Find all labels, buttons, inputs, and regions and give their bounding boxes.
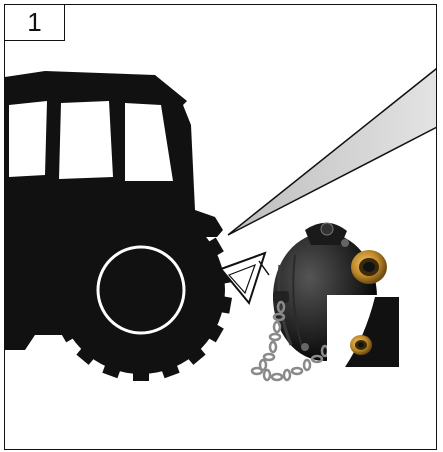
instruction-panel: 1 bbox=[4, 4, 437, 450]
step-number-badge: 1 bbox=[5, 5, 65, 41]
hose-fitting-icon bbox=[351, 250, 387, 284]
arrow-icon bbox=[219, 251, 270, 306]
illustration bbox=[5, 68, 436, 382]
tractor-silhouette-icon bbox=[5, 71, 233, 381]
step-number: 1 bbox=[27, 7, 42, 37]
inset-detail-icon bbox=[327, 295, 399, 367]
chain-icon bbox=[250, 300, 330, 382]
callout-wedge-icon bbox=[227, 68, 436, 236]
